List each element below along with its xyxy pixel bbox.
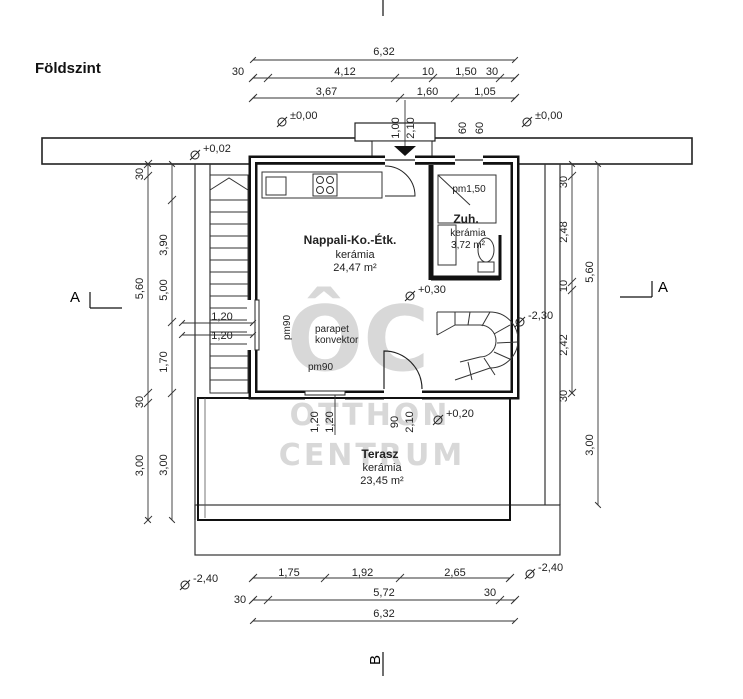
section-markers: [89, 0, 653, 676]
living-room-area: 24,47 m²: [333, 262, 377, 274]
level-top-left-marker: ±0,00: [276, 110, 317, 128]
dim-right-6: 3,00: [584, 434, 596, 455]
level-bottom-left-marker: -2,40: [179, 573, 218, 591]
dim-terrace-door-0: 1,20: [309, 411, 321, 432]
dim-left-inner-1: 5,00: [158, 279, 170, 300]
watermark-line1: OTTHON: [290, 398, 451, 433]
dim-top-row3-2: 1,05: [474, 86, 495, 98]
level-top-right: ±0,00: [535, 110, 562, 122]
dim-window-w2: 1,20: [211, 330, 232, 342]
dim-right-3: 5,60: [584, 261, 596, 282]
parapet-note-1: parapet: [315, 324, 349, 335]
dim-top-row2-4: 30: [486, 66, 498, 78]
dim-left-inner-3: 3,00: [158, 454, 170, 475]
kitchen: [261, 171, 383, 199]
level-living-floor-marker: +0,30: [404, 284, 446, 302]
dim-terrace-door-3: 2,10: [404, 411, 416, 432]
dim-door-h1: 1,00: [390, 117, 402, 138]
dim-left-outer-1: 5,60: [134, 278, 146, 299]
dim-right-2: 10: [558, 280, 570, 292]
level-stair-side-marker: -2,30: [514, 310, 553, 328]
watermark-mark: ÔC: [287, 285, 430, 392]
section-a-left: A: [70, 289, 80, 306]
level-terrace-marker: +0,20: [432, 408, 474, 426]
shower-window: pm1,50: [452, 184, 486, 195]
level-bottom-right: -2,40: [538, 562, 563, 574]
living-room-name: Nappali-Ko.-Étk.: [304, 232, 397, 247]
side-window-label: pm90: [282, 315, 293, 340]
bottom-window-label: pm90: [308, 362, 333, 373]
level-living-floor: +0,30: [418, 284, 446, 296]
terrace-material: kerámia: [362, 462, 402, 474]
dim-bottom-row1-1: 1,92: [352, 567, 373, 579]
dim-bottom-total: 6,32: [373, 608, 394, 620]
section-b-bottom: B: [367, 655, 384, 665]
dim-top-row2-3: 1,50: [455, 66, 476, 78]
dim-terrace-door-2: 90: [389, 416, 401, 428]
side-walls: [194, 164, 561, 556]
dim-win-h1: 60: [457, 122, 469, 134]
dim-bottom-row2-0: 30: [234, 594, 246, 606]
dim-top-row2-1: 4,12: [334, 66, 355, 78]
level-bottom-right-marker: -2,40: [524, 562, 563, 580]
outdoor-stairs: [209, 174, 249, 394]
watermark: ÔC OTTHON CENTRUM: [279, 285, 465, 473]
dim-left-inner-0: 3,90: [158, 234, 170, 255]
shower-area: 3,72 m²: [451, 240, 486, 251]
section-a-right: A: [658, 279, 668, 296]
dim-right-4: 2,42: [558, 334, 570, 355]
dim-left-outer-2: 30: [134, 396, 146, 408]
house-walls: [247, 154, 520, 401]
level-terrace: +0,20: [446, 408, 474, 420]
spiral-stairs: [436, 311, 519, 381]
level-upper-left: +0,02: [203, 143, 231, 155]
dimension-lines: [143, 56, 602, 625]
dim-top-total: 6,32: [373, 46, 394, 58]
room-labels: Nappali-Ko.-Étk. kerámia 24,47 m² Zuh. k…: [282, 184, 486, 487]
dim-bottom-row1-0: 1,75: [278, 567, 299, 579]
shower-fixtures: [437, 174, 497, 273]
dim-bottom-row2-1: 5,72: [373, 587, 394, 599]
level-top-right-marker: ±0,00: [521, 110, 562, 128]
dim-left-outer-0: 30: [134, 168, 146, 180]
dim-bottom-row2-2: 30: [484, 587, 496, 599]
dim-top-row3-1: 1,60: [417, 86, 438, 98]
living-room-material: kerámia: [335, 249, 375, 261]
watermark-line2: CENTRUM: [279, 438, 465, 473]
dim-top-row2-2: 10: [422, 66, 434, 78]
dim-right-0: 30: [558, 176, 570, 188]
parapet-note-2: konvektor: [315, 335, 359, 346]
terrace-area: 23,45 m²: [360, 475, 404, 487]
dim-door-h2: 2,10: [405, 117, 417, 138]
level-bottom-left: -2,40: [193, 573, 218, 585]
level-stair-side: -2,30: [528, 310, 553, 322]
dim-window-w1: 1,20: [211, 311, 232, 323]
dim-right-5: 30: [558, 390, 570, 402]
dim-top-row2-0: 30: [232, 66, 244, 78]
floor-title: Földszint: [35, 60, 101, 77]
dim-left-outer-3: 3,00: [134, 455, 146, 476]
shower-material: kerámia: [450, 228, 486, 239]
dim-bottom-row1-2: 2,65: [444, 567, 465, 579]
sink-icon: [265, 176, 287, 196]
level-markers: ±0,00 ±0,00 +0,02 +0,30 -2,30 +0,20 -2,40 -2,40: [179, 110, 563, 591]
dim-terrace-door-1: 1,20: [324, 411, 336, 432]
shower-name: Zuh.: [453, 212, 478, 226]
dim-left-inner-2: 1,70: [158, 351, 170, 372]
dim-top-row3-0: 3,67: [316, 86, 337, 98]
level-upper-left-marker: +0,02: [189, 143, 231, 161]
terrace: [197, 397, 511, 521]
level-top-left: ±0,00: [290, 110, 317, 122]
dim-win-h2: 60: [474, 122, 486, 134]
terrace-name: Terasz: [361, 447, 398, 461]
cooktop-icon: [316, 176, 324, 184]
dim-right-1: 2,48: [558, 221, 570, 242]
